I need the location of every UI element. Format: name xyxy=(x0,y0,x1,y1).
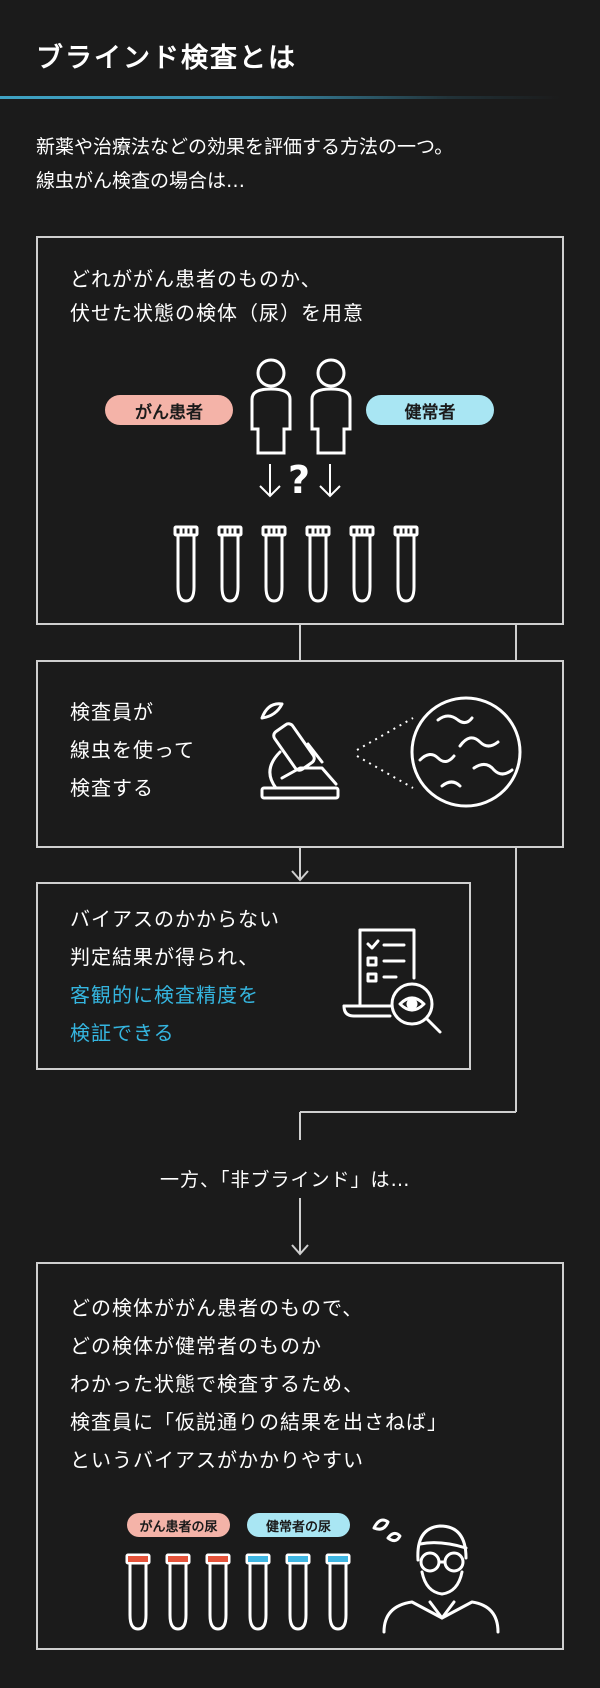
page-title: ブラインド検査とは xyxy=(36,43,297,74)
test-tube-icon xyxy=(205,1553,231,1631)
step4-text: どの検体ががん患者のもので、 どの検体が健常者のものか わかった状態で検査するた… xyxy=(70,1289,448,1479)
nervous-examiner-icon xyxy=(372,1518,500,1634)
test-tube-icon xyxy=(173,525,199,603)
step3-line-1: バイアスのかからない xyxy=(70,907,280,931)
nematode-petri-icon xyxy=(410,696,522,808)
step4-line-4: 検査員に「仮説通りの結果を出さねば」 xyxy=(70,1410,448,1434)
step1-line-1: どれががん患者のものか、 xyxy=(70,267,322,291)
step4-line-1: どの検体ががん患者のもので、 xyxy=(70,1296,364,1320)
step4-box xyxy=(36,1262,564,1650)
step4-line-2: どの検体が健常者のものか xyxy=(70,1334,322,1358)
healthy-urine-label: 健常者の尿 xyxy=(247,1513,350,1537)
test-tube-icon xyxy=(261,525,287,603)
patient-label: がん患者 xyxy=(105,395,233,425)
question-mark: ? xyxy=(288,458,311,502)
step3-text: バイアスのかからない 判定結果が得られ、 客観的に検査精度を 検証できる xyxy=(70,900,280,1052)
step3-line-2: 判定結果が得られ、 xyxy=(70,945,260,969)
test-tube-icon xyxy=(245,1553,271,1631)
test-tube-icon xyxy=(393,525,419,603)
tube-cap-blue xyxy=(328,1556,348,1562)
document-inspect-icon xyxy=(342,928,442,1034)
step2-box xyxy=(36,660,564,848)
intro-text: 新薬や治療法などの効果を評価する方法の一つ。 線虫がん検査の場合は… xyxy=(36,130,453,198)
patient-urine-label: がん患者の尿 xyxy=(127,1513,230,1537)
tube-cap-blue xyxy=(288,1556,308,1562)
step1-text: どれががん患者のものか、 伏せた状態の検体（尿）を用意 xyxy=(70,262,364,330)
test-tube-icon xyxy=(217,525,243,603)
tube-cap-red xyxy=(208,1556,228,1562)
test-tube-icon xyxy=(285,1553,311,1631)
test-tube-icon xyxy=(305,525,331,603)
test-tube-row xyxy=(173,525,419,603)
microscope-icon xyxy=(260,702,340,800)
step4-line-3: わかった状態で検査するため、 xyxy=(70,1372,364,1396)
labeled-tube-row xyxy=(125,1553,351,1631)
step1-box xyxy=(36,236,564,625)
step2-line-3: 検査する xyxy=(70,776,154,800)
transition-text: 一方、「非ブラインド」は… xyxy=(160,1169,411,1191)
test-tube-icon xyxy=(125,1553,151,1631)
tube-cap-red xyxy=(168,1556,188,1562)
magnified-view-lines xyxy=(356,717,414,789)
tube-cap-red xyxy=(128,1556,148,1562)
step3-line-3: 客観的に検査精度を xyxy=(70,983,259,1007)
step4-line-5: というバイアスがかかりやすい xyxy=(70,1448,364,1472)
step2-line-2: 線虫を使って xyxy=(70,738,195,762)
test-tube-icon xyxy=(165,1553,191,1631)
test-tube-icon xyxy=(325,1553,351,1631)
step1-line-2: 伏せた状態の検体（尿）を用意 xyxy=(70,301,364,325)
tube-cap-blue xyxy=(248,1556,268,1562)
intro-line-1: 新薬や治療法などの効果を評価する方法の一つ。 xyxy=(36,136,454,158)
person-icon xyxy=(310,358,352,455)
step2-text: 検査員が 線虫を使って 検査する xyxy=(70,693,195,807)
intro-line-2: 線虫がん検査の場合は… xyxy=(36,170,246,192)
test-tube-icon xyxy=(349,525,375,603)
step2-line-1: 検査員が xyxy=(70,700,154,724)
title-underline xyxy=(0,96,560,99)
step3-line-4: 検証できる xyxy=(70,1021,175,1045)
healthy-label: 健常者 xyxy=(366,395,494,425)
arrow-down-icon xyxy=(319,464,341,498)
person-icon xyxy=(250,358,292,455)
arrow-down-icon xyxy=(259,464,281,498)
step3-box xyxy=(36,882,471,1070)
